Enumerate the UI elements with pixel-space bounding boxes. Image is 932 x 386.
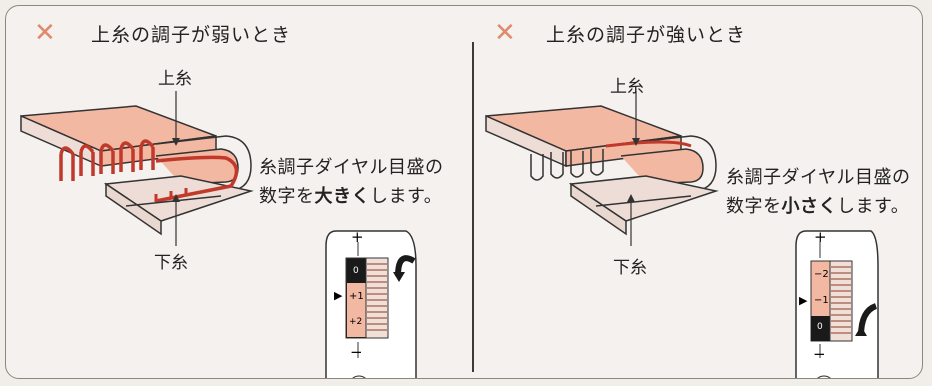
left-desc-pre: 数字を bbox=[259, 186, 315, 207]
left-dial-pointer: ▶ bbox=[334, 289, 343, 302]
left-title: 上糸の調子が弱いとき bbox=[91, 24, 292, 46]
panel-divider bbox=[472, 42, 474, 372]
left-dial-minus: − bbox=[350, 343, 363, 361]
left-instruction: 糸調子ダイヤル目盛の 数字を大きくします。 bbox=[259, 153, 443, 211]
diagram-frame: ✕ 上糸の調子が弱いとき 上糸 下糸 bbox=[5, 5, 923, 379]
right-desc-bold: 小さく bbox=[781, 196, 837, 217]
left-dial-value-1: 0 bbox=[353, 266, 359, 276]
left-fabric-illustration bbox=[20, 91, 254, 246]
left-lower-thread-label: 下糸 bbox=[154, 253, 188, 273]
cross-mark-icon: ✕ bbox=[34, 18, 56, 48]
left-dial-value-2: +1 bbox=[349, 291, 364, 302]
right-instruction: 糸調子ダイヤル目盛の 数字を小さくします。 bbox=[726, 163, 910, 221]
right-dial-value-1: −2 bbox=[814, 269, 829, 280]
left-desc-post: します。 bbox=[370, 186, 443, 207]
right-desc-pre: 数字を bbox=[726, 196, 782, 217]
left-upper-thread-label: 上糸 bbox=[158, 69, 192, 89]
right-upper-thread-label: 上糸 bbox=[610, 77, 644, 97]
right-dial-value-2: −1 bbox=[814, 295, 829, 306]
cross-mark-icon: ✕ bbox=[494, 18, 516, 48]
right-desc-line1: 糸調子ダイヤル目盛の bbox=[726, 167, 911, 188]
right-tension-dial bbox=[795, 230, 879, 378]
left-desc-bold: 大きく bbox=[314, 186, 370, 207]
left-dial-plus: + bbox=[351, 228, 364, 246]
right-desc-post: します。 bbox=[837, 196, 910, 217]
right-dial-value-3: 0 bbox=[817, 322, 823, 332]
right-dial-plus: + bbox=[814, 228, 827, 246]
right-lower-thread-label: 下糸 bbox=[613, 258, 647, 278]
right-dial-minus: − bbox=[813, 345, 826, 363]
left-desc-line1: 糸調子ダイヤル目盛の bbox=[259, 157, 444, 178]
left-dial-value-3: +2 bbox=[349, 317, 363, 327]
right-fabric-illustration bbox=[485, 91, 719, 246]
right-title: 上糸の調子が強いとき bbox=[546, 24, 747, 46]
left-tension-dial bbox=[325, 230, 417, 378]
right-dial-pointer: ▶ bbox=[799, 294, 808, 307]
